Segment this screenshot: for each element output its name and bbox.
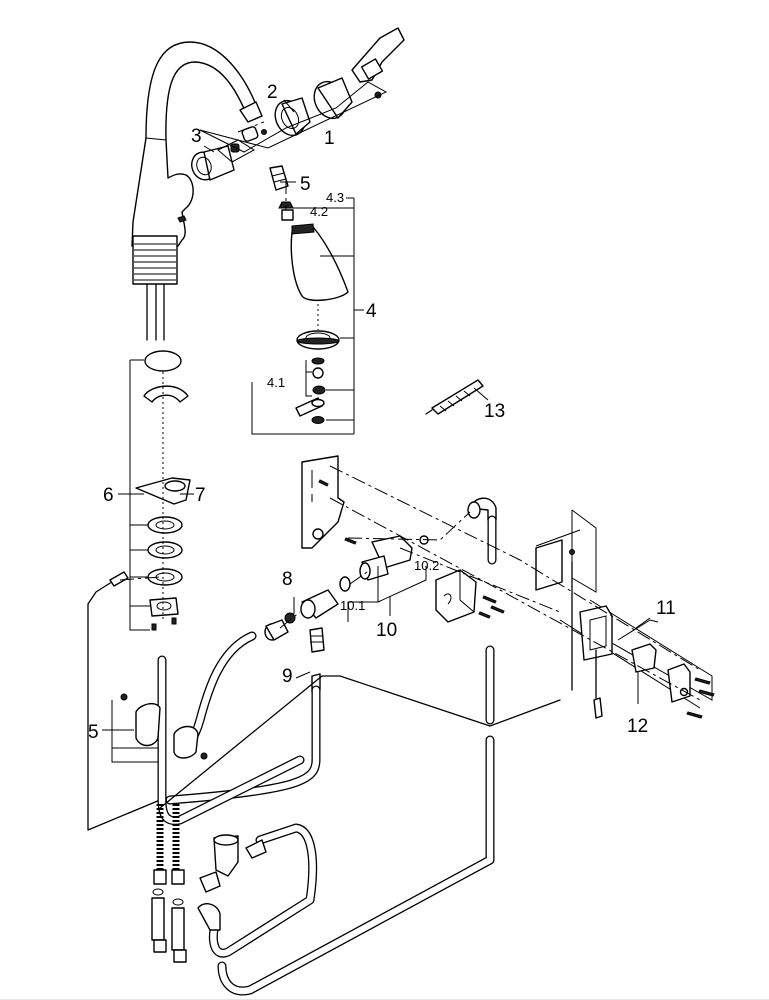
callout-labels: 1 2 3 4 4.1 4.2 4.3 5 5 6 7 8 9 10 10.1 … — [88, 82, 676, 743]
callout-4: 4 — [366, 301, 377, 322]
callout-13: 13 — [484, 401, 505, 422]
callout-10-2: 10.2 — [414, 558, 439, 573]
callout-4-3: 4.3 — [326, 190, 344, 205]
assembly-guide-lines — [119, 121, 701, 701]
electronics-mounting — [535, 509, 715, 719]
sensor-cable — [87, 577, 161, 831]
supply-hoses-and-mixing-valve — [151, 804, 267, 963]
adapter-connectors — [264, 589, 339, 693]
temperature-sensor — [425, 379, 489, 415]
callout-7: 7 — [195, 485, 206, 506]
callout-12: 12 — [627, 716, 648, 737]
callout-5-upper: 5 — [300, 174, 311, 195]
swivel-connector — [269, 165, 289, 191]
hoses — [157, 631, 561, 996]
callout-5-lower: 5 — [88, 722, 99, 743]
callout-leaders — [102, 99, 651, 731]
mounting-set — [129, 350, 191, 631]
hose-weight-clamp — [111, 693, 208, 763]
spout-end-parts — [191, 27, 405, 191]
junction-box — [435, 569, 505, 623]
callout-10-1: 10.1 — [340, 598, 365, 613]
callout-4-2: 4.2 — [310, 204, 328, 219]
callout-10: 10 — [376, 620, 397, 641]
callout-4-1: 4.1 — [267, 375, 285, 390]
callout-3: 3 — [191, 126, 202, 147]
faucet-body — [131, 41, 263, 341]
callout-2: 2 — [267, 82, 278, 103]
valve-mount-plate — [301, 455, 357, 549]
solenoid-valve — [339, 535, 429, 622]
callout-1: 1 — [324, 128, 335, 149]
callout-8: 8 — [282, 569, 293, 590]
callout-9: 9 — [282, 666, 293, 687]
faucet-threaded-shank — [134, 243, 176, 281]
pull-out-spray-assembly — [251, 197, 355, 435]
callout-11: 11 — [656, 598, 676, 619]
callout-6: 6 — [103, 485, 114, 506]
elbow-connector — [467, 497, 497, 565]
cartridge — [191, 145, 235, 181]
